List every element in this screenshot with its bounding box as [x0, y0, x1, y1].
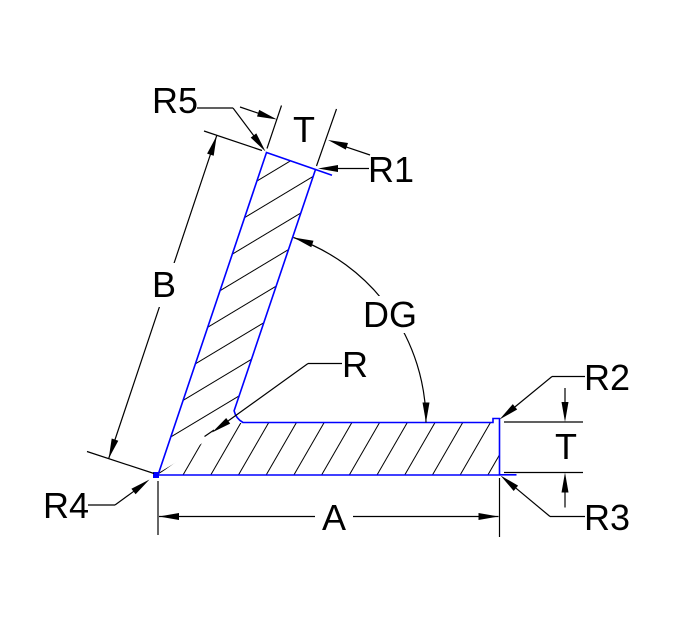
- label-r1: R1: [368, 149, 414, 190]
- t-top-arrow-left: [257, 109, 277, 120]
- dimension-dg: DG: [293, 236, 430, 423]
- t-right-arrow-top: [561, 402, 569, 422]
- b-arrow-top: [207, 135, 217, 156]
- dimension-a: A: [157, 478, 501, 538]
- vertex-grip: [153, 472, 159, 478]
- label-t-top: T: [293, 109, 315, 150]
- leader-r4: R4: [43, 479, 150, 526]
- label-t-right: T: [555, 426, 577, 467]
- dg-arrow-lower: [422, 402, 430, 423]
- label-r2: R2: [584, 357, 630, 398]
- dimension-t-top: T: [239, 105, 371, 167]
- leader-r1: R1: [318, 149, 414, 190]
- angle-profile: [153, 151, 517, 478]
- a-arrow-left: [159, 513, 179, 520]
- r2-arrow: [499, 404, 518, 420]
- leader-r2: R2: [499, 357, 630, 420]
- a-arrow-right: [478, 513, 499, 520]
- dimension-b: B: [86, 130, 263, 475]
- t-right-arrow-bottom: [561, 472, 569, 493]
- b-extension-bottom: [86, 450, 155, 475]
- dg-arrow-upper: [293, 237, 314, 248]
- t-top-extension-right: [315, 108, 338, 167]
- leader-r5: R5: [152, 80, 266, 152]
- label-a: A: [322, 497, 346, 538]
- leader-r3: R3: [500, 475, 630, 538]
- t-top-arrow-right: [328, 140, 348, 150]
- r-arrow: [212, 418, 231, 433]
- r5-arrow: [250, 133, 266, 152]
- label-r5: R5: [152, 80, 198, 121]
- r4-arrow: [131, 479, 150, 495]
- label-dg: DG: [363, 294, 417, 335]
- edge-overshoot-top: [315, 168, 333, 176]
- label-r3: R3: [584, 497, 630, 538]
- label-b: B: [152, 264, 176, 305]
- angle-profile-outline: [156, 151, 501, 476]
- leader-r: R: [204, 344, 368, 437]
- label-r4: R4: [43, 485, 89, 526]
- dimension-t-right: T: [504, 388, 583, 508]
- b-extension-top: [203, 130, 263, 152]
- r3-arrow: [500, 475, 519, 491]
- label-r: R: [342, 344, 368, 385]
- t-top-extension-left: [266, 105, 283, 149]
- r1-arrow: [318, 165, 338, 172]
- b-arrow-bottom: [108, 438, 119, 459]
